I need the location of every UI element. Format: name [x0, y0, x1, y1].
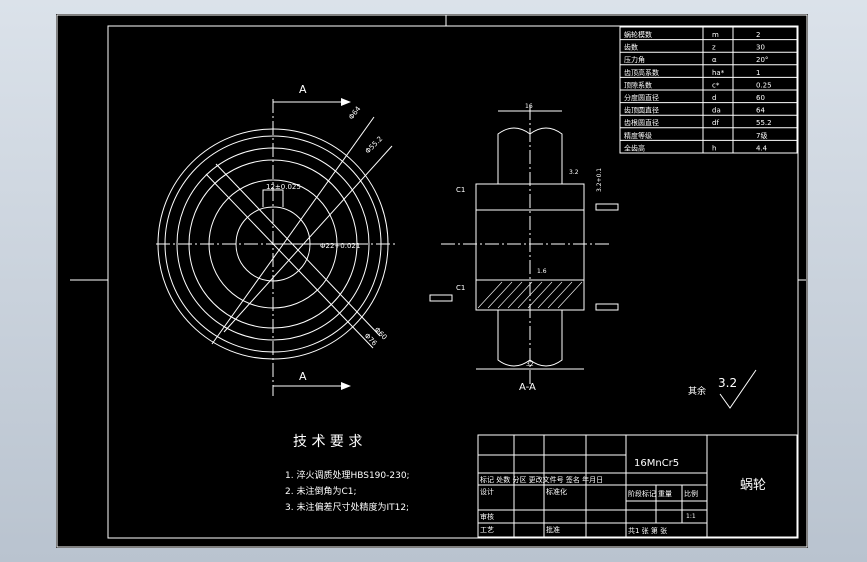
param-value: 4.4: [756, 144, 768, 152]
param-name: 全齿高: [624, 143, 645, 152]
param-name: 齿顶圆直径: [624, 106, 659, 115]
roughness-remaining-label: 其余: [688, 385, 706, 397]
param-name: 压力角: [624, 55, 645, 64]
roughness-symbol: [719, 369, 757, 409]
drawing-canvas: Φ64 Φ55.2 Φ60 Φ76 12±0.025 Φ22+0.021 A A…: [56, 14, 808, 548]
arrow-top: [341, 98, 351, 106]
param-symbol: α: [712, 56, 717, 64]
param-symbol: h: [712, 144, 716, 152]
roughness-top: 3.2: [569, 169, 579, 176]
stage-mark-label: 阶段标记: [628, 489, 656, 498]
param-name: 齿根圆直径: [624, 118, 659, 127]
approve-label: 批准: [546, 525, 560, 534]
title-block: 16MnCr5 蜗轮 标记 处数 分区 更改文件号 签名 年月日 设计 标准化 …: [477, 434, 798, 538]
section-label-bottom: A: [299, 370, 307, 383]
param-symbol: ha*: [712, 69, 725, 77]
design-label: 设计: [480, 487, 494, 496]
section-view: 16 32 C1 C1 3.2 1.6 3.2+0.1 A-A: [429, 103, 619, 393]
rev-header: 标记 处数 分区 更改文件号 签名 年月日: [480, 475, 603, 484]
datum-box-left: [429, 294, 453, 302]
param-name: 齿数: [624, 43, 638, 52]
roughness-mid: 1.6: [537, 268, 547, 275]
leader-d3: [215, 163, 381, 337]
drawing-svg: Φ64 Φ55.2 Φ60 Φ76 12±0.025 Φ22+0.021 A A…: [56, 14, 808, 548]
process-label: 工艺: [480, 526, 494, 534]
leader-d2: [223, 145, 393, 333]
param-symbol: m: [712, 31, 719, 39]
param-symbol: df: [712, 119, 719, 127]
dim-side: 3.2+0.1: [596, 168, 603, 192]
dim-d2: Φ55.2: [364, 135, 385, 156]
dim-width: 16: [525, 103, 533, 110]
tech-req-title: 技 术 要 求: [293, 434, 362, 450]
datum-box-right: [595, 303, 619, 311]
param-value: 64: [756, 107, 765, 115]
dim-d1: Φ64: [347, 105, 363, 122]
chamfer-top: C1: [456, 186, 465, 194]
param-symbol: da: [712, 107, 721, 115]
param-value: 30: [756, 44, 765, 52]
review-label: 审核: [480, 512, 494, 521]
tech-req-item-1: 1. 淬火调质处理HBS190-230;: [285, 469, 410, 481]
scale-label: 比例: [684, 489, 698, 498]
tech-req-item-3: 3. 未注偏差尺寸处精度为IT12;: [285, 501, 409, 513]
outer-frame: [56, 14, 808, 548]
param-name: 顶隙系数: [624, 80, 652, 89]
param-name: 齿顶高系数: [624, 68, 659, 77]
sheet-count: 共1 张 第 张: [628, 526, 667, 535]
param-value: 1: [756, 69, 760, 77]
param-name: 蜗轮模数: [624, 30, 652, 39]
standardize-label: 标准化: [546, 487, 567, 496]
roughness-remaining-value: 3.2: [718, 376, 737, 390]
weight-label: 重量: [658, 490, 672, 498]
front-view: Φ64 Φ55.2 Φ60 Φ76 12±0.025 Φ22+0.021 A A: [156, 83, 396, 396]
param-symbol: d: [712, 94, 716, 102]
material: 16MnCr5: [634, 458, 679, 469]
inner-frame: [107, 25, 799, 539]
chamfer-bottom: C1: [456, 284, 465, 292]
dim-bore: Φ22+0.021: [320, 242, 360, 250]
dim-total: 32: [526, 361, 534, 368]
leader-d4: [205, 173, 374, 349]
param-symbol: c*: [712, 81, 720, 89]
leader-d1: [211, 116, 375, 345]
param-value: 2: [756, 31, 760, 39]
param-value: 7级: [756, 131, 767, 140]
param-name: 精度等级: [624, 131, 652, 140]
datum-box-top: [595, 203, 619, 211]
dim-keyway: 12±0.025: [266, 183, 301, 191]
section-title: A-A: [519, 382, 536, 393]
section-label-top: A: [299, 83, 307, 96]
title-block-frame: [477, 434, 798, 538]
param-value: 55.2: [756, 119, 772, 127]
param-name: 分度圆直径: [624, 93, 659, 102]
param-value: 20°: [756, 56, 768, 64]
param-symbol: z: [712, 44, 716, 52]
tech-req-item-2: 2. 未注倒角为C1;: [285, 485, 357, 497]
part-name: 蜗轮: [740, 477, 766, 493]
param-value: 60: [756, 94, 765, 102]
param-table: 蜗轮模数 m 2 齿数 z 30 压力角 α 20° 齿顶高系数 ha* 1 顶…: [619, 26, 798, 154]
arrow-bottom: [341, 382, 351, 390]
scale-value: 1:1: [686, 513, 696, 520]
param-value: 0.25: [756, 81, 772, 89]
